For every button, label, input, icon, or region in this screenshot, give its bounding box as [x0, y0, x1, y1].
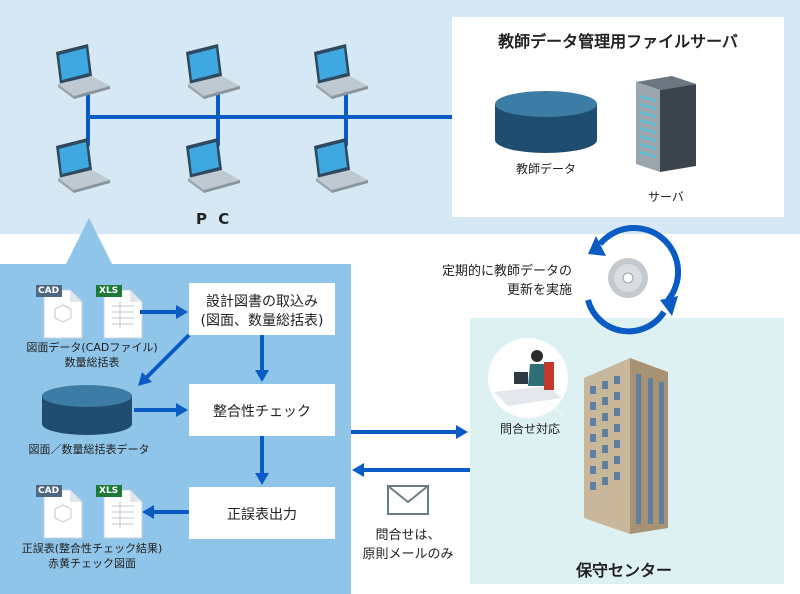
database-icon: [495, 91, 597, 153]
sync-line-1: 定期的に教師データの: [442, 264, 573, 279]
cad-badge: CAD: [38, 486, 60, 496]
maintenance-center-label: 保守センター: [576, 561, 673, 580]
step-import-label-1: 設計図書の取込み: [206, 294, 318, 310]
xls-file-icon: [96, 485, 143, 539]
xls-badge: XLS: [99, 486, 119, 496]
mail-icon: [387, 485, 429, 515]
building-icon: [584, 358, 668, 534]
step-import-box: 設計図書の取込み (図面、数量総括表): [189, 283, 335, 335]
server-rack-icon: [636, 76, 696, 172]
pointer-triangle: [66, 218, 112, 264]
refresh-cycle-icon: [585, 224, 682, 335]
inquiry-line-1: 問合せは、: [375, 528, 441, 543]
step-import-label-2: (図面、数量総括表): [200, 313, 324, 329]
outputs-label-2: 赤黄チェック図面: [48, 557, 136, 570]
server-label: サーバ: [648, 190, 684, 204]
inquiry-line-2: 原則メールのみ: [362, 547, 454, 562]
file-server-title: 教師データ管理用ファイルサーバ: [498, 32, 738, 51]
support-label: 問合せ対応: [499, 422, 560, 436]
support-operator-icon: [488, 338, 572, 424]
outputs-label-1: 正誤表(整合性チェック結果): [21, 542, 163, 555]
step-check-label: 整合性チェック: [213, 404, 311, 420]
cad-badge: CAD: [38, 286, 60, 296]
sync-line-2: 更新を実施: [506, 283, 572, 298]
pc-label: P C: [196, 210, 233, 228]
inputs-label-1: 図面データ(CADファイル): [26, 341, 158, 354]
teacher-data-label: 教師データ: [515, 162, 576, 176]
step-output-label: 正誤表出力: [227, 507, 297, 523]
step-check-box: 整合性チェック: [189, 384, 335, 436]
inputs-label-2: 数量総括表: [64, 356, 120, 369]
drawing-db-label: 図面／数量総括表データ: [28, 443, 150, 456]
disc-icon: [608, 258, 648, 298]
step-output-box: 正誤表出力: [189, 487, 335, 539]
cad-file-icon: [36, 285, 83, 339]
arrow-import-to-db: [144, 333, 191, 380]
cad-file-icon: [36, 485, 83, 539]
xls-file-icon: [96, 285, 143, 339]
drawing-database-icon: [42, 385, 132, 435]
xls-badge: XLS: [99, 286, 119, 296]
